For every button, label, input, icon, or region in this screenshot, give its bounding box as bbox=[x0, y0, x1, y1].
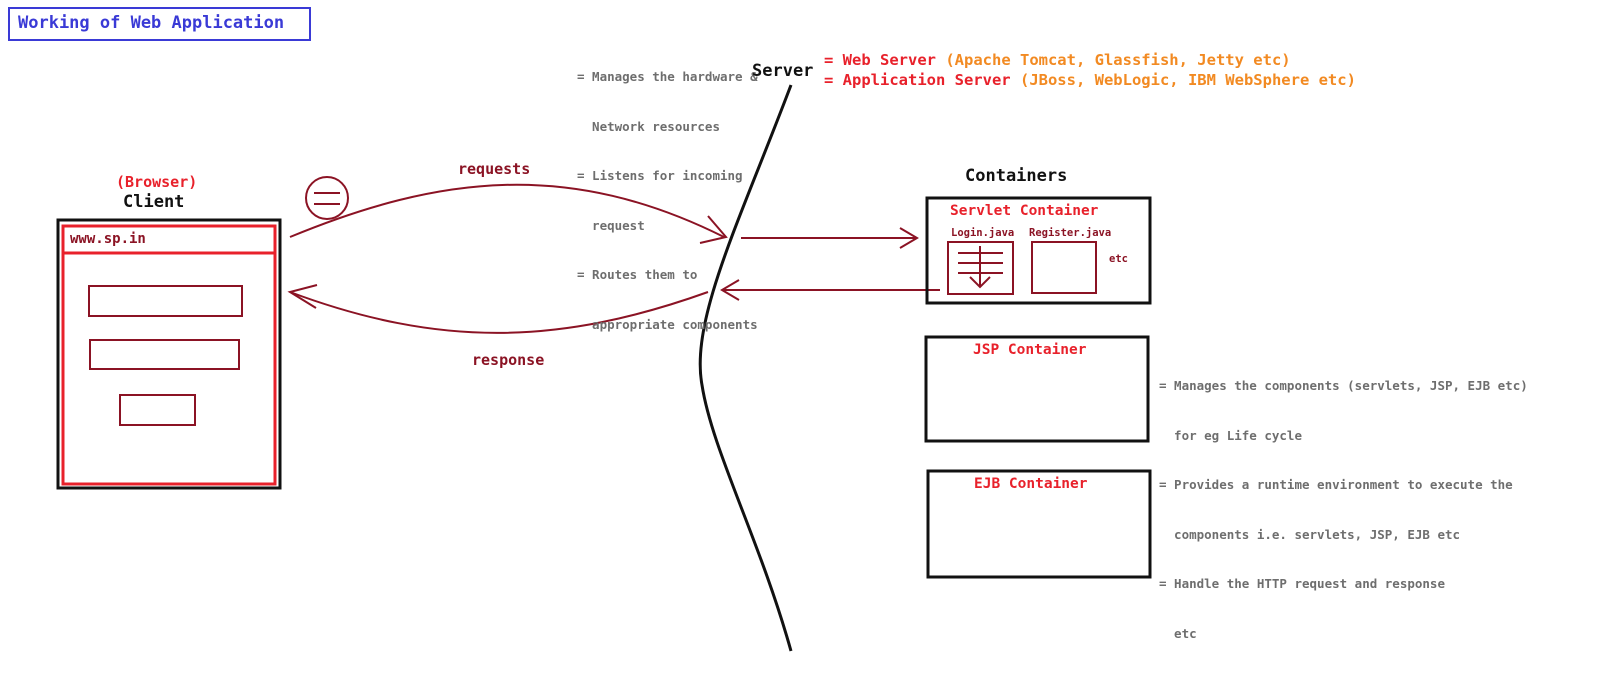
web-server-line: = Web Server (Apache Tomcat, Glassfish, … bbox=[824, 51, 1291, 69]
server-to-servlet-arrowhead bbox=[899, 227, 919, 249]
login-java-box bbox=[947, 241, 1014, 295]
servlet-etc-label: etc bbox=[1109, 253, 1128, 265]
container-note-line: = Provides a runtime environment to exec… bbox=[1159, 477, 1513, 492]
form-submit-button bbox=[119, 394, 196, 426]
container-note-line: = Manages the components (servlets, JSP,… bbox=[1159, 378, 1528, 393]
container-note-line: components i.e. servlets, JSP, EJB etc bbox=[1159, 526, 1461, 542]
server-notes: = Manages the hardware & Network resourc… bbox=[577, 36, 758, 350]
response-arrowhead bbox=[287, 284, 318, 309]
server-label: Server bbox=[752, 61, 814, 81]
servlet-container-box bbox=[925, 196, 1152, 305]
client-label: Client bbox=[123, 192, 185, 212]
app-server-examples: (JBoss, WebLogic, IBM WebSphere etc) bbox=[1019, 71, 1356, 89]
app-server-prefix: = Application Server bbox=[824, 71, 1011, 89]
client-role-label: (Browser) bbox=[116, 173, 198, 191]
server-boundary-curve bbox=[698, 84, 793, 652]
container-note-line: = Handle the HTTP request and response bbox=[1159, 576, 1445, 591]
request-arrowhead bbox=[699, 215, 728, 244]
server-note-line: = Manages the hardware & bbox=[577, 69, 758, 84]
requests-label: requests bbox=[458, 160, 531, 178]
app-server-line: = Application Server (JBoss, WebLogic, I… bbox=[824, 71, 1356, 89]
response-label: response bbox=[472, 351, 545, 369]
address-bar-url: www.sp.in bbox=[70, 231, 146, 247]
server-note-line: = Routes them to bbox=[577, 267, 698, 282]
server-note-line: request bbox=[577, 217, 645, 233]
server-note-line: = Listens for incoming bbox=[577, 168, 743, 183]
title-box bbox=[8, 7, 311, 41]
client-window-inner bbox=[61, 224, 277, 486]
container-note-line: etc bbox=[1159, 625, 1197, 641]
jsp-container-box bbox=[924, 335, 1150, 443]
web-server-prefix: = Web Server bbox=[824, 51, 936, 69]
request-arrow bbox=[289, 183, 725, 238]
menu-circle-icon bbox=[305, 176, 349, 220]
container-notes: = Manages the components (servlets, JSP,… bbox=[1159, 345, 1528, 659]
login-java-label: Login.java bbox=[951, 227, 1015, 239]
response-arrow bbox=[289, 291, 709, 334]
register-java-box bbox=[1031, 241, 1097, 294]
container-note-line: for eg Life cycle bbox=[1159, 427, 1302, 443]
jsp-container-title: JSP Container bbox=[973, 342, 1087, 358]
web-server-examples: (Apache Tomcat, Glassfish, Jetty etc) bbox=[945, 51, 1291, 69]
client-window-outer bbox=[56, 218, 282, 490]
page-title: Working of Web Application bbox=[18, 13, 285, 33]
register-java-label: Register.java bbox=[1029, 227, 1112, 239]
server-note-line: appropriate components bbox=[577, 316, 758, 332]
download-arrow-icon bbox=[958, 246, 1003, 289]
server-note-line: Network resources bbox=[577, 118, 720, 134]
ejb-container-box bbox=[926, 469, 1152, 579]
containers-label: Containers bbox=[965, 166, 1068, 186]
servlet-to-server-arrowhead bbox=[720, 279, 740, 301]
form-field-2 bbox=[89, 339, 240, 370]
ejb-container-title: EJB Container bbox=[974, 476, 1088, 492]
form-field-1 bbox=[88, 285, 243, 317]
servlet-container-title: Servlet Container bbox=[950, 203, 1099, 219]
